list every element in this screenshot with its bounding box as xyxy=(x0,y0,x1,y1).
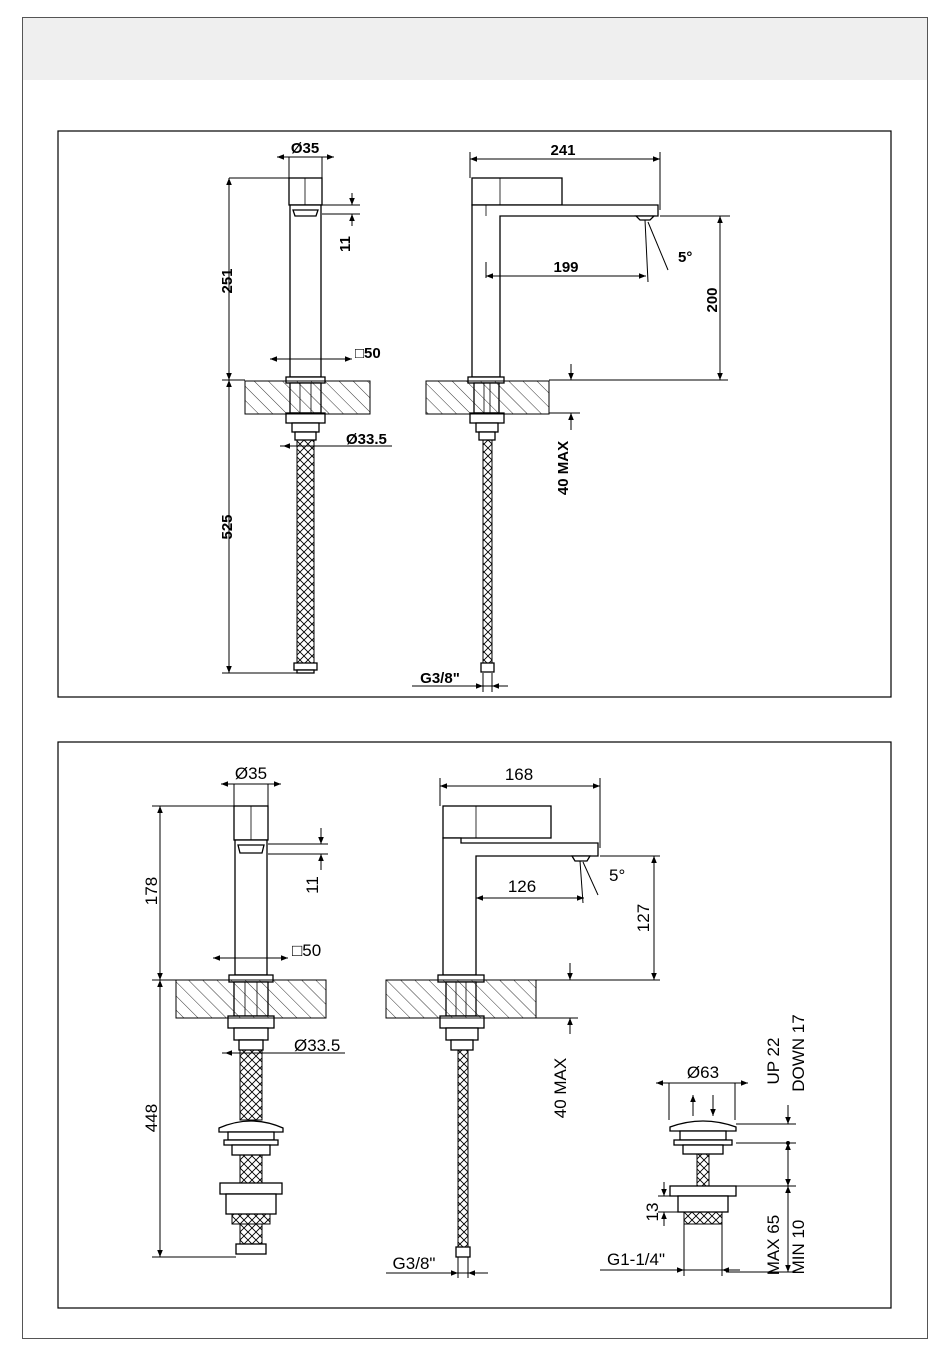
bottom-front-view: Ø35 178 448 11 xyxy=(142,764,345,1257)
waste-view: Ø63 UP 22 DOWN 17 MAX 65 MIN 10 13 xyxy=(600,1014,808,1276)
bottom-front-height-label: 178 xyxy=(142,877,161,905)
top-front-height-label: 251 xyxy=(219,268,236,293)
top-front-square-label: □50 xyxy=(355,345,381,362)
waste-max-label: MAX 65 xyxy=(764,1215,783,1275)
waste-up-label: UP 22 xyxy=(764,1038,783,1085)
top-front-hose-diameter-label: Ø33.5 xyxy=(346,431,387,448)
bottom-front-diameter-label: Ø35 xyxy=(235,764,267,783)
top-side-reach-label: 199 xyxy=(553,259,578,276)
waste-diameter-label: Ø63 xyxy=(687,1063,719,1082)
top-side-spout-length-label: 241 xyxy=(550,142,575,159)
waste-down-label: DOWN 17 xyxy=(789,1014,808,1091)
top-front-view: Ø35 251 525 11 □50 Ø33.5 xyxy=(219,140,392,673)
top-side-deck-label: 40 MAX xyxy=(555,441,572,495)
bottom-side-height-label: 127 xyxy=(634,904,653,932)
bottom-side-view: 168 126 5° 127 40 MAX G3/8" xyxy=(386,765,660,1278)
top-front-aerator-label: 11 xyxy=(337,236,354,252)
bottom-front-hose-diameter-label: Ø33.5 xyxy=(294,1036,340,1055)
top-side-connection-label: G3/8" xyxy=(420,670,460,687)
bottom-side-reach-label: 126 xyxy=(508,877,536,896)
waste-thread-label: G1-1/4" xyxy=(607,1250,665,1269)
bottom-front-aerator-label: 11 xyxy=(303,876,322,894)
bottom-side-angle-label: 5° xyxy=(609,866,625,885)
waste-flange-label: 13 xyxy=(643,1203,662,1222)
top-front-diameter-label: Ø35 xyxy=(291,140,319,157)
top-front-hose-length-label: 525 xyxy=(219,514,236,539)
top-side-angle-label: 5° xyxy=(678,249,692,266)
bottom-front-square-label: □50 xyxy=(292,941,321,960)
waste-min-label: MIN 10 xyxy=(789,1220,808,1275)
bottom-side-deck-label: 40 MAX xyxy=(551,1058,570,1118)
top-side-height-label: 200 xyxy=(704,287,721,312)
bottom-side-spout-length-label: 168 xyxy=(505,765,533,784)
top-side-view: 241 199 5° 200 40 MAX G xyxy=(412,142,730,692)
bottom-side-connection-label: G3/8" xyxy=(393,1254,436,1273)
bottom-front-hose-length-label: 448 xyxy=(142,1104,161,1132)
